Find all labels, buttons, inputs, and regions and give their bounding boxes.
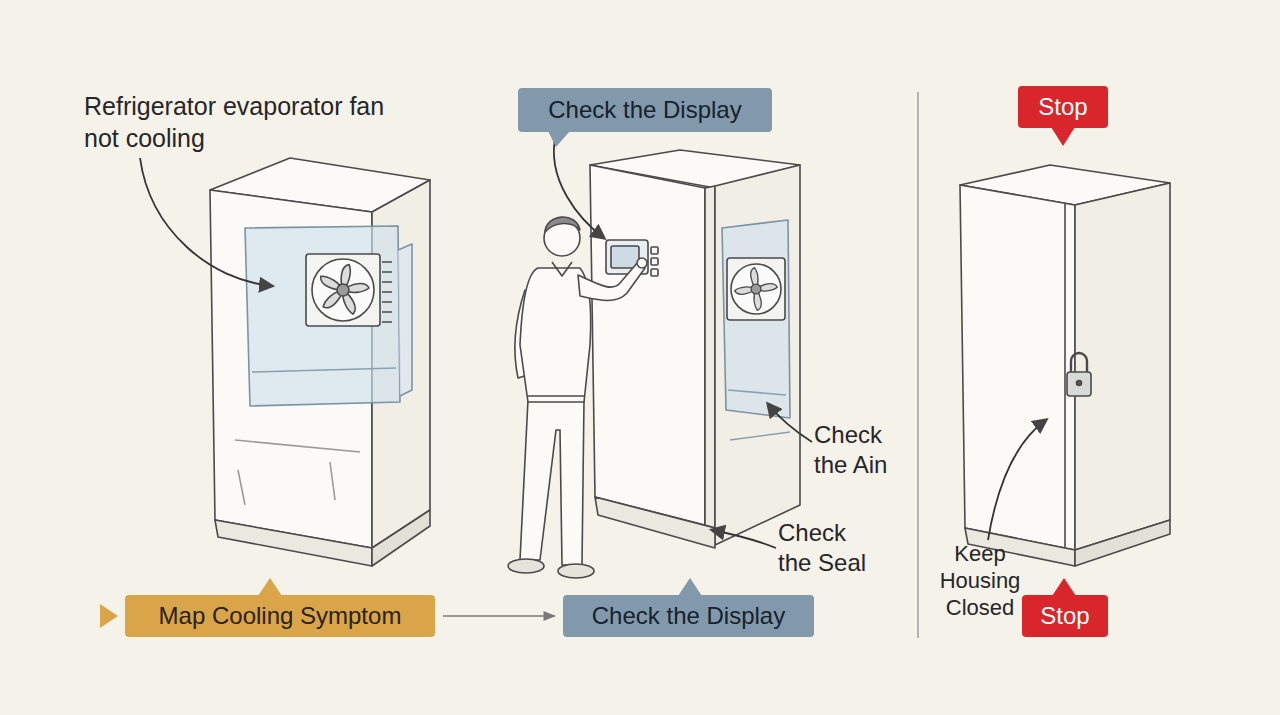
fridge-plinth [215, 520, 372, 566]
door-edge [705, 186, 715, 528]
box-text: Stop [1040, 603, 1089, 629]
display-button [651, 269, 658, 276]
padlock-keyhole [1077, 381, 1082, 386]
coil-fins [382, 262, 392, 322]
cutaway-panel [245, 226, 400, 406]
fan-ring [731, 264, 781, 314]
person-collar [552, 262, 572, 276]
cutaway-panel [398, 244, 412, 396]
leader-arrow [140, 158, 272, 286]
shelf-line [235, 440, 360, 452]
symptom-callout: Refrigerator evaporator fan not cooling [84, 90, 396, 154]
fan-housing [306, 254, 380, 326]
person-hand [637, 258, 647, 268]
box-text: Check the Display [592, 603, 785, 629]
person-shoe [508, 559, 544, 573]
leader-arrow [988, 420, 1046, 540]
padlock-body [1067, 372, 1091, 396]
person-belt [528, 395, 584, 397]
shelf-line [252, 368, 396, 372]
padlock-shackle [1071, 353, 1087, 373]
fan-ring [312, 259, 374, 321]
box-text: Check the Display [548, 97, 741, 123]
fridge-side [1075, 183, 1170, 550]
display-button [651, 247, 658, 254]
fan-blades [318, 263, 369, 315]
fan-blades [735, 268, 778, 311]
fridge-side [715, 165, 800, 545]
cutaway-panel [722, 220, 790, 418]
tag-pointer [548, 131, 570, 147]
fridge-door [590, 165, 705, 525]
person-hair [545, 217, 580, 232]
box-text: Stop [1038, 94, 1087, 120]
person-shoe [558, 564, 594, 578]
fridge-plinth [1075, 520, 1170, 566]
step-box: Map Cooling Symptom [125, 595, 435, 637]
fridge-front [960, 185, 1075, 550]
tag-pointer [258, 578, 282, 596]
stop-badge: Stop [1018, 86, 1108, 128]
divider-line [917, 92, 918, 638]
person-arm [578, 262, 645, 301]
tag-pointer [1051, 127, 1075, 146]
shelf-line [238, 462, 335, 505]
fan-hub [337, 284, 349, 296]
leader-arrow [712, 530, 776, 548]
step-box: Check the Display [563, 595, 814, 637]
stop-badge: Stop [1022, 595, 1108, 637]
person-legs [520, 400, 584, 565]
tag-pointer [678, 578, 702, 596]
flow-start-arrow [100, 604, 118, 628]
leader-arrow [768, 404, 812, 442]
fridge-plinth [372, 510, 430, 566]
sketch-group [140, 92, 1170, 638]
warning-note: Keep Housing Closed [930, 540, 1030, 621]
tag-pointer [1052, 578, 1076, 596]
fridge-plinth [595, 497, 715, 548]
check-note: Check the Seal [778, 518, 878, 578]
display-button [651, 258, 658, 265]
step-box: Check the Display [518, 88, 772, 132]
check-note: Check the Ain [814, 420, 910, 480]
fan-housing [727, 258, 785, 320]
fan-hub [751, 284, 761, 294]
box-text: Map Cooling Symptom [159, 603, 402, 629]
door-seam [1064, 204, 1066, 547]
flow-arrow [443, 615, 555, 617]
shelf-line [728, 390, 790, 440]
